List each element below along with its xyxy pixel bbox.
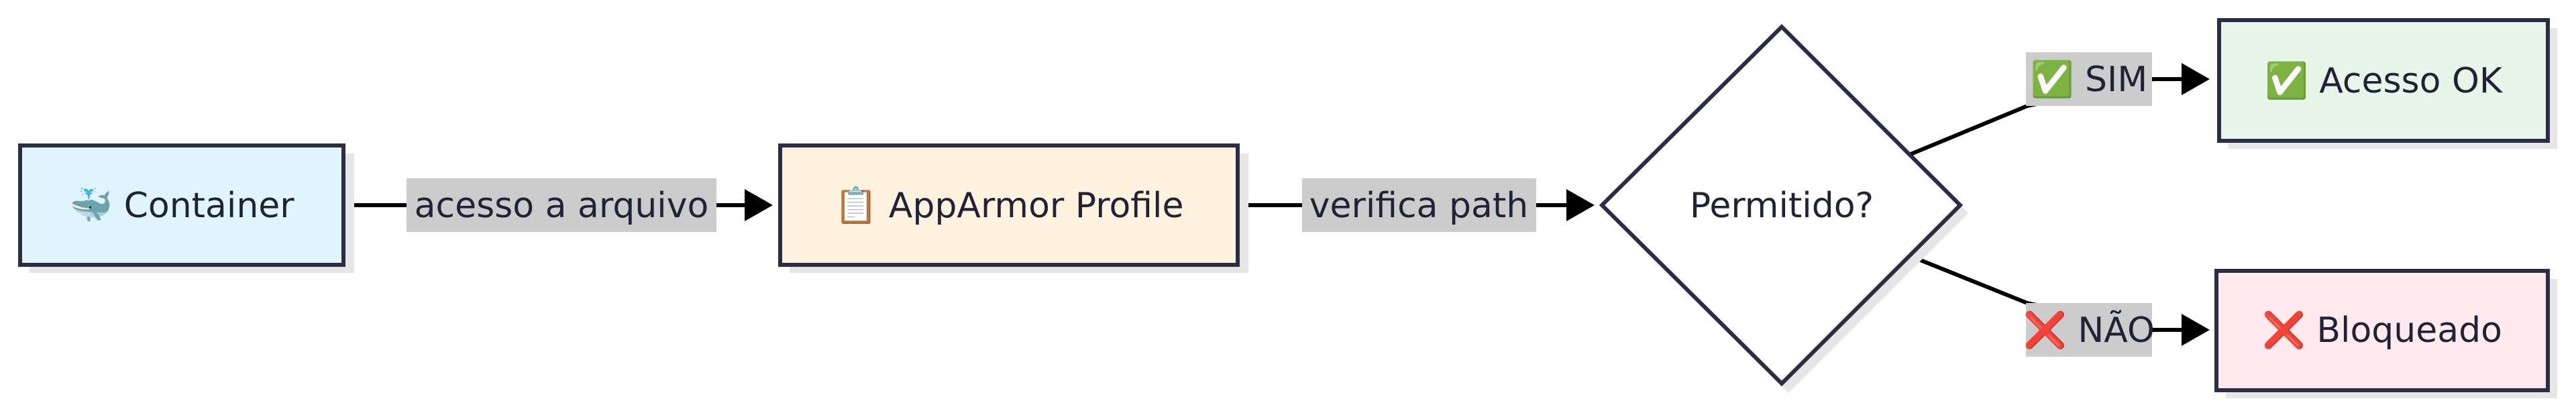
- node-decision: Permitido?: [1599, 23, 1968, 393]
- node-apparmor-profile-box: [778, 143, 1240, 267]
- node-decision-label: Permitido?: [1690, 186, 1874, 226]
- edge-profile-to-decision: verifica path: [1238, 178, 1595, 232]
- node-access-ok: ✅ Acesso OK: [2217, 18, 2557, 149]
- edge-label-bg: [2026, 303, 2152, 357]
- node-container-label: 🐳 Container: [69, 186, 294, 226]
- edge-label-file-access: acesso a arquivo: [415, 186, 709, 226]
- arrowhead-icon: [745, 189, 773, 221]
- arrowhead-icon: [2182, 314, 2210, 346]
- edge-label-bg: [407, 178, 716, 232]
- edge-decision-to-allowed: ✅ SIM: [1909, 52, 2210, 156]
- arrowhead-icon: [1566, 189, 1595, 221]
- node-apparmor-profile-label: 📋 AppArmor Profile: [835, 185, 1184, 226]
- node-blocked-box: [2214, 269, 2550, 392]
- node-access-ok-label: ✅ Acesso OK: [2265, 60, 2504, 101]
- node-decision-diamond: [1599, 23, 1964, 387]
- node-container-box: [18, 143, 345, 267]
- node-container: 🐳 Container: [18, 143, 354, 273]
- node-access-ok-box: [2217, 18, 2550, 143]
- edge-label-bg: [1302, 178, 1536, 232]
- node-blocked: ❌ Bloqueado: [2214, 269, 2557, 398]
- edge-label-no: ❌ NÃO: [2023, 310, 2155, 351]
- edge-container-to-profile: acesso a arquivo: [343, 178, 773, 232]
- edge-label-bg: [2026, 52, 2152, 106]
- node-apparmor-profile: 📋 AppArmor Profile: [778, 143, 1248, 273]
- arrowhead-icon: [2182, 63, 2210, 95]
- edge-label-check-path: verifica path: [1309, 186, 1529, 226]
- node-blocked-label: ❌ Bloqueado: [2262, 310, 2502, 351]
- edge-decision-to-blocked: ❌ NÃO: [1909, 254, 2210, 357]
- edge-label-yes: ✅ SIM: [2031, 59, 2147, 100]
